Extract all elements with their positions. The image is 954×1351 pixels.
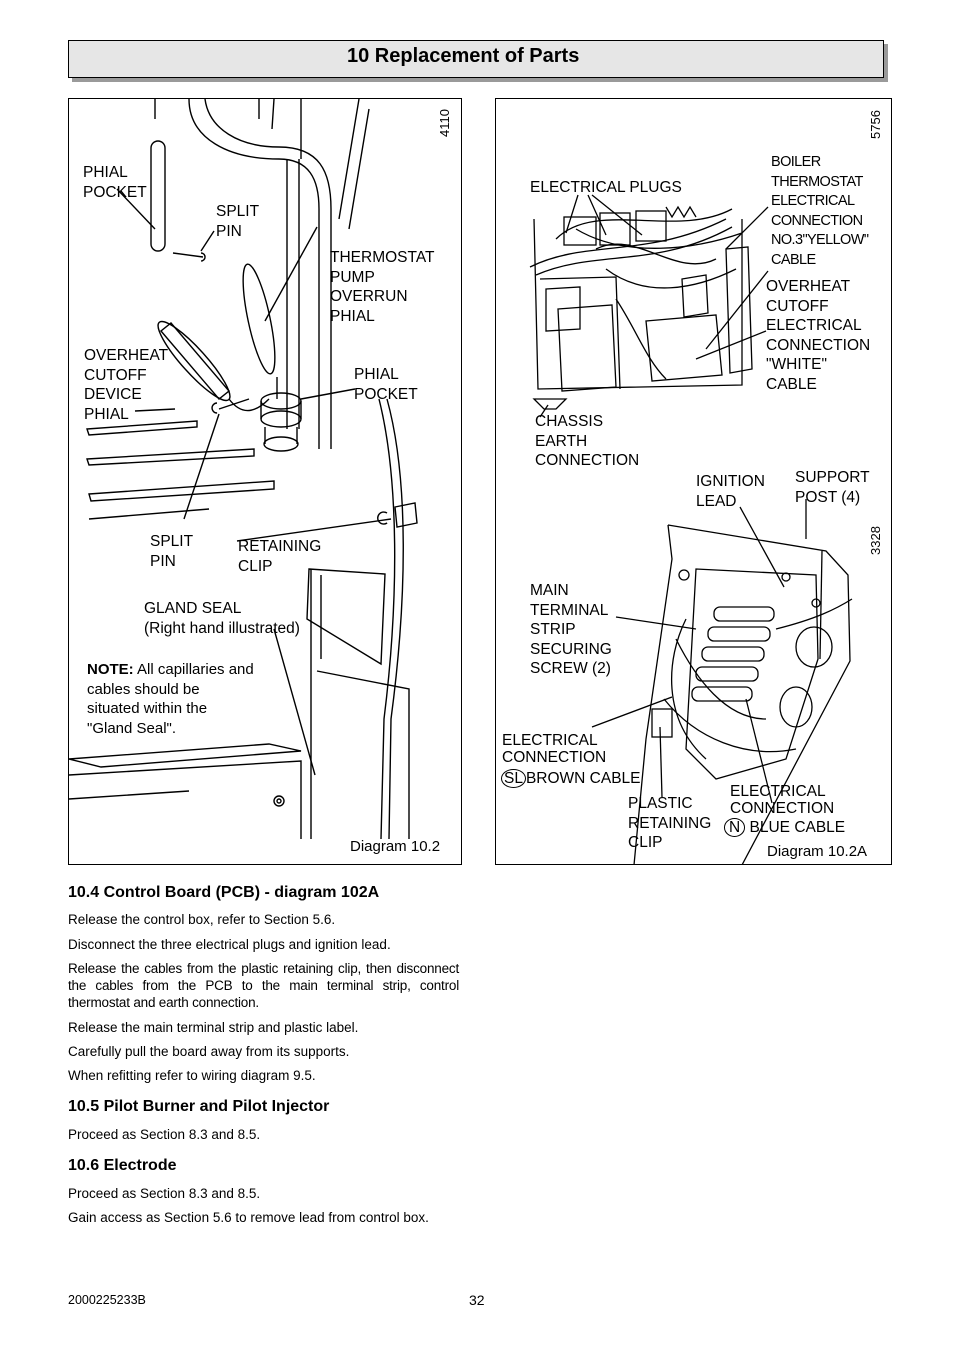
- label-blue-cable: N BLUE CABLE: [724, 818, 845, 838]
- n-symbol: N: [724, 818, 746, 837]
- diagram-10-2-drawing: [69, 99, 418, 840]
- diagram-ref-4110: 4110: [437, 109, 452, 137]
- section-10-4-p5: Carefully pull the board away from its s…: [68, 1044, 350, 1059]
- label-main-terminal-strip: MAIN TERMINAL STRIP SECURING SCREW (2): [530, 582, 612, 677]
- diagram-10-2: PHIAL POCKET SPLIT PIN THERMOSTAT PUMP O…: [68, 98, 462, 865]
- label-split-pin-bottom: SPLIT PIN: [150, 533, 194, 570]
- blue-cable-text: BLUE CABLE: [749, 819, 846, 836]
- section-10-6-p2: Gain access as Section 5.6 to remove lea…: [68, 1210, 429, 1225]
- label-split-pin-top: SPLIT PIN: [216, 203, 260, 240]
- sl-symbol: SL: [501, 769, 526, 788]
- section-10-6-p1: Proceed as Section 8.3 and 8.5.: [68, 1186, 261, 1201]
- diagram-ref-5756: 5756: [868, 110, 883, 139]
- label-chassis-earth: CHASSIS EARTH CONNECTION: [535, 413, 640, 469]
- label-overheat-phial: OVERHEAT CUTOFF DEVICE PHIAL: [84, 347, 169, 423]
- page-title: 10 Replacement of Parts: [347, 45, 580, 67]
- section-10-4-p2: Disconnect the three electrical plugs an…: [68, 937, 391, 952]
- note-bold: NOTE:: [87, 661, 134, 678]
- footer-page-number: 32: [469, 1292, 485, 1308]
- label-phial-pocket-top: PHIAL POCKET: [83, 164, 147, 201]
- diagram-10-2a: 5756 3328 ELECTRICAL PLUGS BOILER THERMO…: [495, 98, 892, 865]
- section-10-6-title: 10.6 Electrode: [68, 1157, 177, 1174]
- note: NOTE: All capillaries and cables should …: [87, 660, 254, 738]
- section-10-5-title: 10.5 Pilot Burner and Pilot Injector: [68, 1098, 330, 1115]
- section-10-4-p6: When refitting refer to wiring diagram 9…: [68, 1068, 316, 1083]
- label-electrical-plugs: ELECTRICAL PLUGS: [530, 179, 682, 196]
- label-support-post: SUPPORT POST (4): [795, 469, 870, 506]
- page-header: 10 Replacement of Parts: [68, 40, 884, 78]
- footer-doc-number: 2000225233B: [68, 1293, 146, 1307]
- section-10-4-p1: Release the control box, refer to Sectio…: [68, 912, 336, 927]
- diagram-10-2a-drawing: [529, 194, 853, 864]
- diagram-caption-10-2a: Diagram 10.2A: [767, 843, 868, 860]
- label-boiler-thermostat: BOILER THERMOSTAT ELECTRICAL CONNECTION …: [771, 154, 869, 268]
- section-10-4-p3: Release the cables from the plastic reta…: [68, 961, 459, 1010]
- diagram-caption-10-2: Diagram 10.2: [350, 838, 441, 855]
- label-phial-pocket-mid: PHIAL POCKET: [354, 366, 418, 403]
- label-overheat-cutoff: OVERHEAT CUTOFF ELECTRICAL CONNECTION "W…: [766, 278, 871, 393]
- section-10-4-p4: Release the main terminal strip and plas…: [68, 1020, 359, 1035]
- diagram-ref-3328: 3328: [868, 526, 883, 555]
- note-text: All capillaries and cables should be sit…: [87, 661, 254, 737]
- label-electrical-connection-n: ELECTRICAL CONNECTION: [730, 783, 835, 817]
- section-10-4-title: 10.4 Control Board (PCB) - diagram 102A: [68, 884, 380, 901]
- label-plastic-retaining-clip: PLASTIC RETAINING CLIP: [628, 795, 712, 851]
- section-10-5-p1: Proceed as Section 8.3 and 8.5.: [68, 1127, 261, 1142]
- brown-cable-text: BROWN CABLE: [525, 770, 641, 787]
- label-electrical-connection-sl: ELECTRICAL CONNECTION: [502, 732, 607, 766]
- label-gland-seal: GLAND SEAL (Right hand illustrated): [144, 600, 300, 637]
- label-retaining-clip: RETAINING CLIP: [238, 538, 322, 575]
- label-thermostat-phial: THERMOSTAT PUMP OVERRUN PHIAL: [330, 249, 435, 325]
- label-ignition-lead: IGNITION LEAD: [696, 473, 765, 510]
